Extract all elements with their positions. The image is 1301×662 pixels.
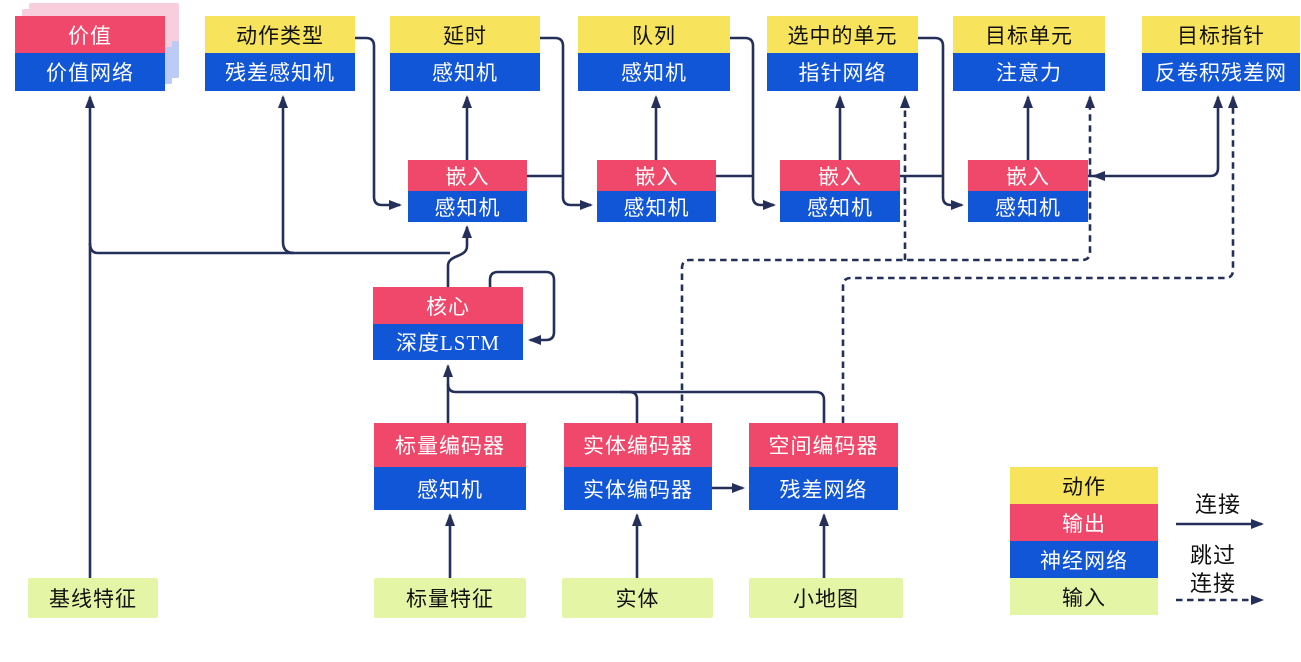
core-label: 核心	[373, 287, 523, 324]
node-embed-4: 嵌入 感知机	[968, 160, 1088, 222]
node-baseline-features: 基线特征	[28, 578, 158, 618]
edge-spatial-encoder-to-core	[446, 383, 826, 423]
node-minimap: 小地图	[749, 578, 903, 618]
entity-encoder-label: 实体编码器	[564, 423, 712, 467]
node-embed-1: 嵌入 感知机	[408, 160, 527, 222]
embed-4-network-label: 感知机	[968, 191, 1088, 222]
edge-core-to-action-type	[278, 95, 295, 255]
node-delay: 延时 感知机	[390, 16, 540, 91]
edge-core-output-left	[88, 242, 450, 255]
selected-units-label: 选中的单元	[767, 16, 918, 53]
embed-2-label: 嵌入	[597, 160, 716, 191]
edge-core-self-loop	[488, 270, 556, 345]
edge-delay-to-embed2	[540, 36, 593, 210]
legend-skip-label-line1: 跳过	[1189, 543, 1236, 568]
legend-output-row: 输出	[1010, 504, 1158, 541]
legend-network-row: 神经网络	[1010, 541, 1158, 578]
scalar-encoder-network-label: 感知机	[374, 467, 526, 510]
embed-1-label: 嵌入	[408, 160, 527, 191]
edge-action-type-to-embed1	[355, 36, 402, 210]
node-action-type: 动作类型 残差感知机	[205, 16, 355, 91]
node-selected-units: 选中的单元 指针网络	[767, 16, 918, 91]
embed-4-label: 嵌入	[968, 160, 1088, 191]
skip-entity-encoder-to-target-unit	[680, 95, 1095, 423]
node-entities: 实体	[562, 578, 713, 618]
node-target-point: 目标指针 反卷积残差网	[1142, 16, 1300, 91]
target-unit-network-label: 注意力	[953, 53, 1105, 91]
legend-skip-label-line2: 连接	[1189, 571, 1236, 596]
queue-label: 队列	[578, 16, 730, 53]
entity-encoder-network-label: 实体编码器	[564, 467, 712, 510]
delay-network-label: 感知机	[390, 53, 540, 91]
edge-entity-encoder-to-core	[620, 390, 639, 423]
node-entity-encoder: 实体编码器 实体编码器	[564, 423, 712, 510]
embed-3-label: 嵌入	[780, 160, 900, 191]
embed-2-network-label: 感知机	[597, 191, 716, 222]
action-type-label: 动作类型	[205, 16, 355, 53]
edge-embed4-to-target-point	[1088, 95, 1223, 178]
node-embed-2: 嵌入 感知机	[597, 160, 716, 222]
node-value-label: 价值	[15, 16, 165, 53]
edge-selected-units-to-embed4	[918, 36, 964, 210]
target-point-label: 目标指针	[1142, 16, 1300, 53]
legend-connection-label: 连接	[1194, 492, 1241, 517]
node-spatial-encoder: 空间编码器 残差网络	[749, 423, 898, 510]
node-scalar-features: 标量特征	[374, 578, 526, 618]
target-point-network-label: 反卷积残差网	[1142, 53, 1300, 91]
edge-queue-to-embed3	[730, 36, 776, 210]
delay-label: 延时	[390, 16, 540, 53]
legend: 动作 输出 神经网络 输入	[1010, 467, 1158, 615]
edge-core-to-embed1	[446, 225, 472, 287]
spatial-encoder-network-label: 残差网络	[749, 467, 898, 510]
node-embed-3: 嵌入 感知机	[780, 160, 900, 222]
node-target-unit: 目标单元 注意力	[953, 16, 1105, 91]
spatial-encoder-label: 空间编码器	[749, 423, 898, 467]
embed-3-network-label: 感知机	[780, 191, 900, 222]
action-type-network-label: 残差感知机	[205, 53, 355, 91]
core-lstm-label: 深度LSTM	[373, 324, 523, 360]
legend-input-row: 输入	[1010, 578, 1158, 615]
selected-units-network-label: 指针网络	[767, 53, 918, 91]
node-value: 价值 价值网络	[15, 3, 179, 91]
legend-action-row: 动作	[1010, 467, 1158, 504]
node-queue: 队列 感知机	[578, 16, 730, 91]
node-core: 核心 深度LSTM	[373, 287, 523, 360]
target-unit-label: 目标单元	[953, 16, 1105, 53]
queue-network-label: 感知机	[578, 53, 730, 91]
node-value-network-label: 价值网络	[15, 53, 165, 91]
node-scalar-encoder: 标量编码器 感知机	[374, 423, 526, 510]
embed-1-network-label: 感知机	[408, 191, 527, 222]
scalar-encoder-label: 标量编码器	[374, 423, 526, 467]
skip-spatial-encoder-to-target-point	[841, 95, 1238, 423]
